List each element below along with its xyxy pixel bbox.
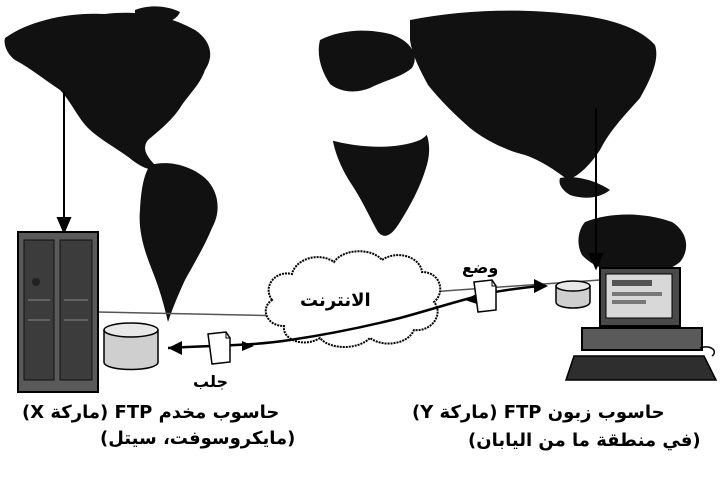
cloud-outline bbox=[264, 250, 442, 348]
ftp-client-computer bbox=[564, 267, 718, 381]
asia-landmass bbox=[410, 10, 657, 180]
australia-landmass bbox=[578, 214, 687, 275]
get-mid-arrow bbox=[242, 341, 254, 351]
client-caption-line-2: (في منطقة ما من اليابان) bbox=[468, 430, 701, 451]
world-map bbox=[4, 6, 687, 322]
client-caption-line-1: حاسوب زبون FTP (ماركة Y) bbox=[412, 402, 665, 423]
europe-highlight bbox=[299, 95, 435, 147]
put-file-icon bbox=[473, 279, 497, 313]
file-icons bbox=[207, 279, 497, 365]
transfer-arrows bbox=[168, 279, 548, 355]
get-label: جلب bbox=[193, 372, 228, 391]
client-keyboard bbox=[564, 355, 718, 381]
put-mid-arrow bbox=[465, 294, 477, 304]
ftp-server-computer bbox=[17, 231, 99, 393]
server-caption-line-1: حاسوب مخدم FTP (ماركة X) bbox=[22, 402, 280, 423]
server-link-line bbox=[97, 311, 291, 317]
map-highlights bbox=[299, 95, 435, 147]
server-door-left bbox=[23, 239, 55, 381]
client-location-arrowhead bbox=[588, 253, 604, 271]
greenland-landmass bbox=[134, 6, 180, 24]
south-america-landmass bbox=[139, 163, 218, 322]
client-mouse-cable bbox=[699, 346, 716, 357]
put-label: وضع bbox=[462, 258, 499, 277]
server-location-arrowhead bbox=[56, 217, 72, 235]
internet-cloud-label: الانترنت bbox=[300, 290, 371, 311]
north-america-landmass bbox=[4, 12, 211, 170]
put-arrowhead bbox=[534, 279, 548, 293]
server-database-icon bbox=[103, 322, 159, 371]
get-arrowhead bbox=[168, 341, 182, 355]
server-door-right bbox=[59, 239, 93, 381]
internet-cloud bbox=[264, 250, 442, 348]
client-base-unit bbox=[581, 327, 703, 351]
southeast-asia-islands bbox=[559, 177, 610, 198]
server-caption-line-2: (مايكروسوفت، سيتل) bbox=[100, 428, 296, 449]
get-file-icon bbox=[207, 331, 231, 365]
location-pointers bbox=[56, 92, 604, 271]
client-database-icon bbox=[555, 280, 591, 309]
server-power-light bbox=[32, 278, 40, 286]
europe-landmass bbox=[318, 30, 415, 92]
